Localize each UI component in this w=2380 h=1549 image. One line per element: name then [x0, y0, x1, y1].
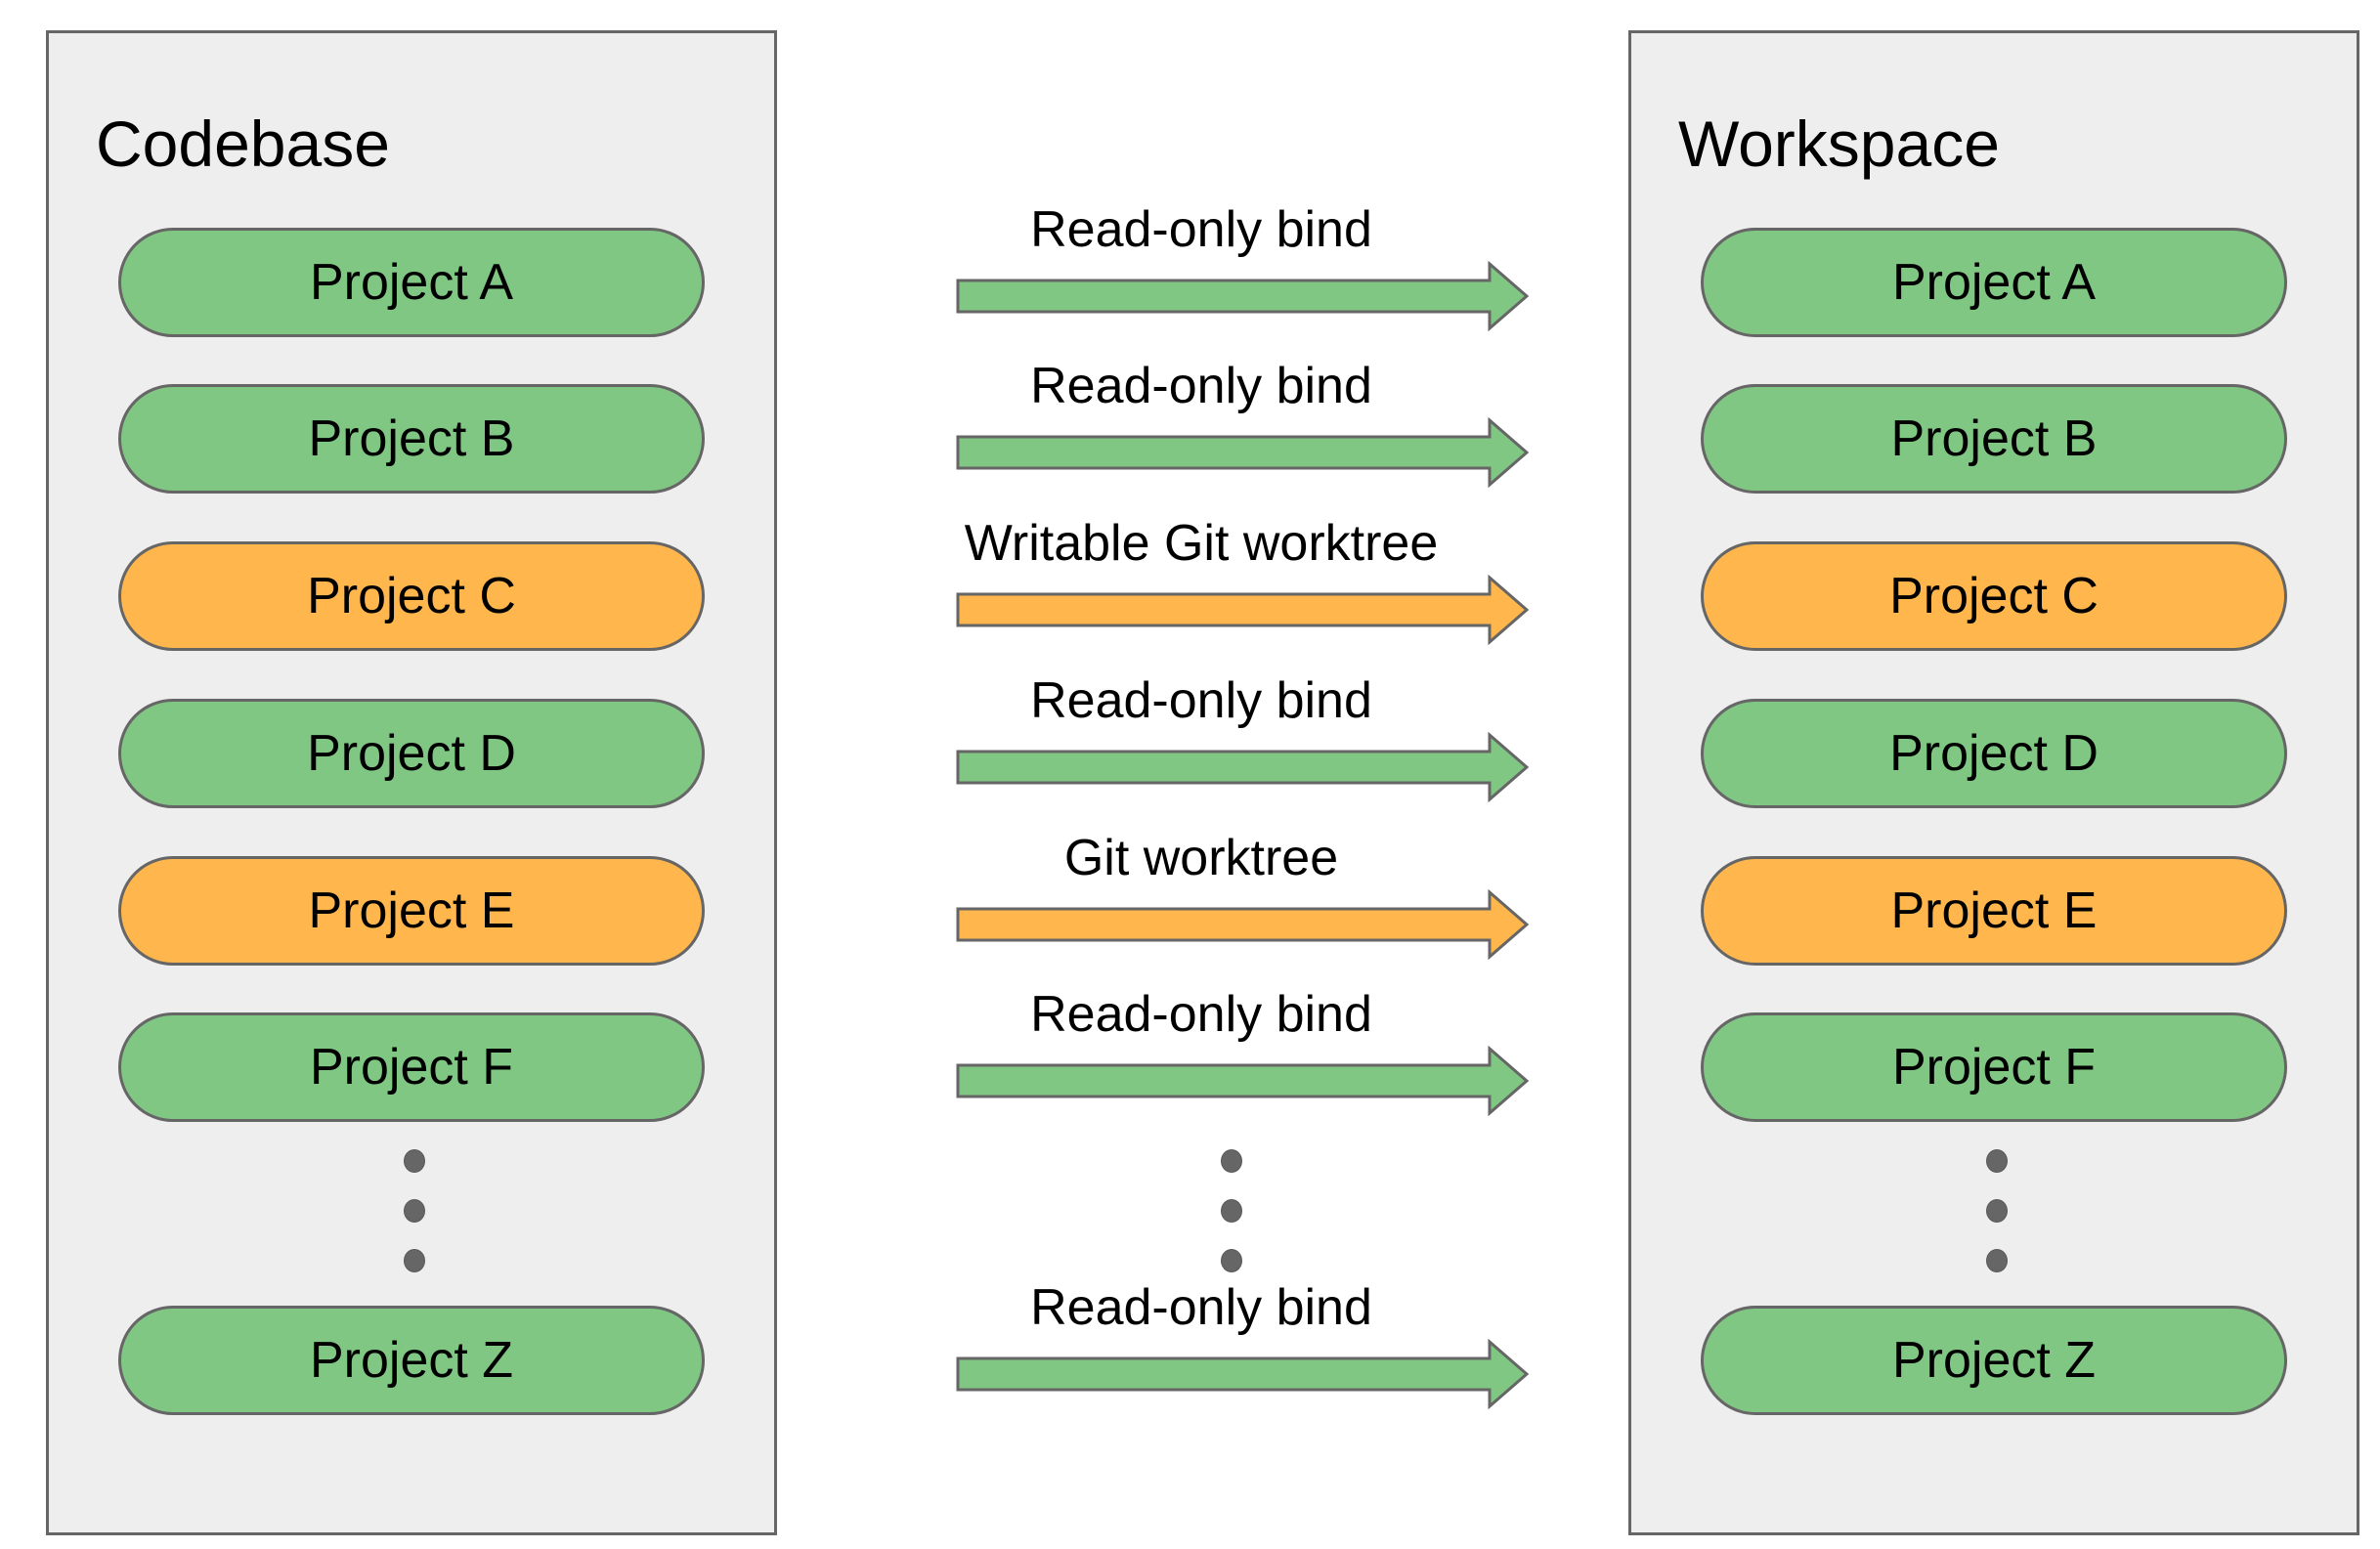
ellipsis-dot: [1221, 1249, 1242, 1272]
flow-arrow-right-icon: [956, 575, 1529, 645]
codebase-project-pill: Project D: [118, 699, 705, 808]
workspace-project-pill: Project Z: [1701, 1306, 2287, 1415]
mapping-label: Read-only bind: [1030, 1279, 1372, 1336]
workspace-project-pill: Project D: [1701, 699, 2287, 808]
flow-arrow-right-icon: [956, 417, 1529, 488]
flow-arrow-right-icon: [956, 1046, 1529, 1116]
codebase-project-pill: Project C: [118, 541, 705, 651]
mapping-label: Read-only bind: [1030, 201, 1372, 258]
ellipsis-dot: [1986, 1149, 2008, 1173]
mapping-label: Read-only bind: [1030, 358, 1372, 414]
ellipsis-dot: [1986, 1249, 2008, 1272]
flow-arrow-right-icon: [956, 889, 1529, 960]
workspace-panel-title: Workspace: [1678, 108, 2000, 180]
mapping-label: Writable Git worktree: [964, 515, 1439, 572]
workspace-project-pill: Project A: [1701, 228, 2287, 337]
mapping-label: Git worktree: [1063, 830, 1339, 886]
ellipsis-dot: [1986, 1199, 2008, 1223]
ellipsis-dot: [1221, 1199, 1242, 1223]
ellipsis-dot: [1221, 1149, 1242, 1173]
codebase-project-pill: Project F: [118, 1012, 705, 1122]
mapping-label: Read-only bind: [1030, 672, 1372, 729]
workspace-project-pill: Project E: [1701, 856, 2287, 966]
codebase-project-pill: Project Z: [118, 1306, 705, 1415]
workspace-project-pill: Project C: [1701, 541, 2287, 651]
codebase-project-pill: Project A: [118, 228, 705, 337]
ellipsis-dot: [404, 1249, 425, 1272]
workspace-project-pill: Project B: [1701, 384, 2287, 494]
mapping-label: Read-only bind: [1030, 986, 1372, 1043]
flow-arrow-right-icon: [956, 1339, 1529, 1409]
ellipsis-dot: [404, 1149, 425, 1173]
codebase-project-pill: Project E: [118, 856, 705, 966]
flow-arrow-right-icon: [956, 261, 1529, 331]
flow-arrow-right-icon: [956, 732, 1529, 802]
workspace-project-pill: Project F: [1701, 1012, 2287, 1122]
codebase-panel-title: Codebase: [96, 108, 390, 180]
ellipsis-dot: [404, 1199, 425, 1223]
codebase-project-pill: Project B: [118, 384, 705, 494]
